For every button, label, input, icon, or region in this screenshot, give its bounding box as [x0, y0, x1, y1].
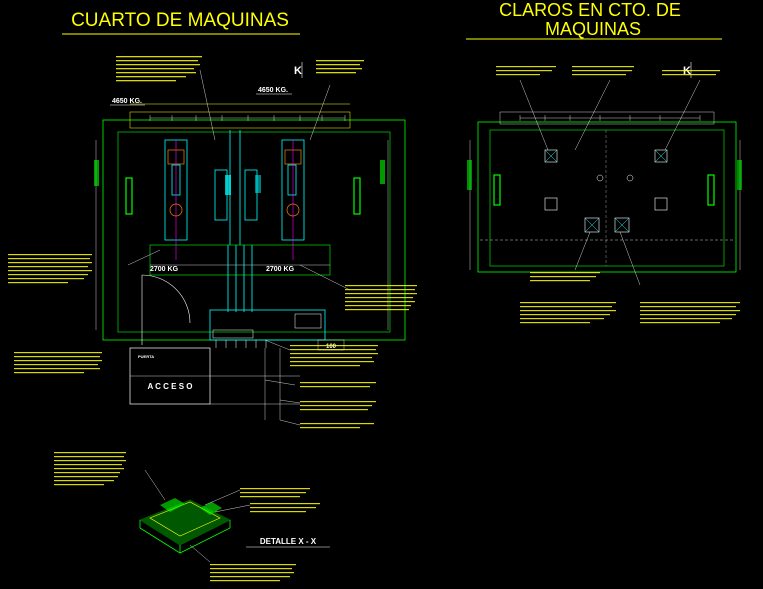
right-side-opening [353, 177, 361, 215]
weight-top-mid: 4650 KG. [258, 87, 288, 94]
left-plan: A C C E S O PUERTA 100 4650 KG. 4650 KG.… [94, 62, 406, 426]
detail-label: DETALLE X - X [260, 537, 317, 546]
left-inner-boundary [117, 131, 391, 333]
access-label: A C C E S O [147, 382, 192, 391]
title-right-line2: MAQUINAS [545, 19, 641, 39]
title-left: CUARTO DE MAQUINAS [71, 10, 289, 31]
title-right-line1: CLAROS EN CTO. DE [499, 0, 681, 20]
door-label: PUERTA [138, 354, 154, 359]
dimension-100: 100 [326, 344, 337, 350]
left-side-opening [125, 177, 133, 215]
annotation-blocks [8, 56, 740, 582]
detail-xx-isometric: DETALLE X - X [139, 469, 330, 563]
right-outer-boundary [477, 121, 737, 273]
section-marker-left: K [294, 65, 302, 77]
weight-mid-right: 2700 KG [266, 266, 295, 273]
door-swing-arc [141, 274, 191, 324]
left-top-beam [129, 111, 351, 129]
control-panel [209, 309, 326, 341]
weight-mid-left: 2700 KG [150, 266, 179, 273]
weight-top-left: 4650 KG. [112, 98, 142, 105]
right-plan: K [467, 62, 742, 286]
left-outer-boundary [102, 119, 406, 341]
